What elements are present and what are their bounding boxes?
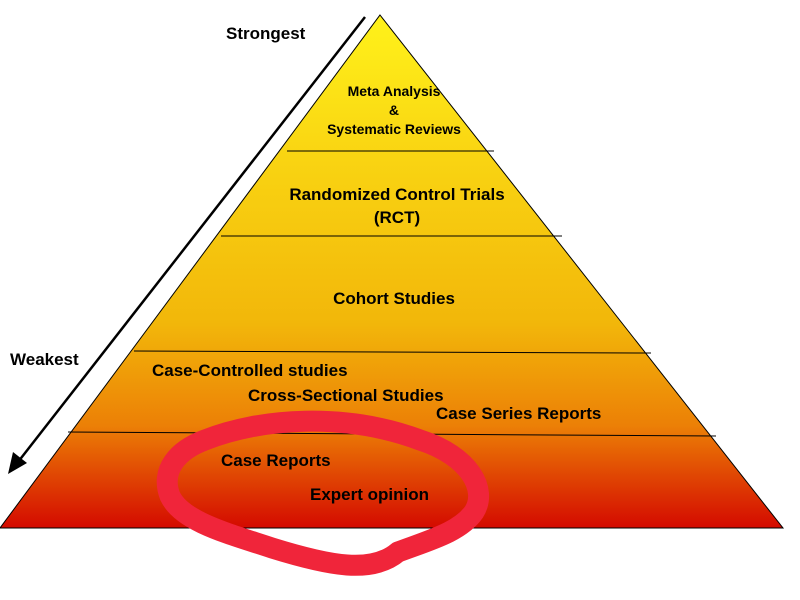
tier-expert-opinion: Expert opinion [310,485,429,504]
strongest-label: Strongest [226,24,306,43]
highlight-scribble [156,410,489,576]
tier-case-controlled: Case-Controlled studies [152,361,348,380]
tier-rct: Randomized Control Trials (RCT) [289,183,504,229]
tier-case-reports: Case Reports [221,451,331,470]
tier-rct-line2: (RCT) [373,208,421,227]
strength-arrow-line [17,16,366,463]
tier-cohort-studies: Cohort Studies [333,289,455,308]
tier-meta-analysis-line3: Systematic Reviews [327,121,461,137]
tier-cross-sectional: Cross-Sectional Studies [248,386,444,405]
pyramid-shape [0,14,785,529]
strength-arrow-head [8,452,27,474]
tier-meta-analysis: Meta Analysis & Systematic Reviews [327,82,461,139]
tier-case-series: Case Series Reports [436,404,602,423]
tier-rct-line1: Randomized Control Trials [289,185,505,204]
tier-meta-analysis-line1: Meta Analysis [347,83,441,99]
tier-meta-analysis-line2: & [388,102,400,118]
tier-divider-3 [133,350,652,354]
weakest-label: Weakest [10,350,79,369]
